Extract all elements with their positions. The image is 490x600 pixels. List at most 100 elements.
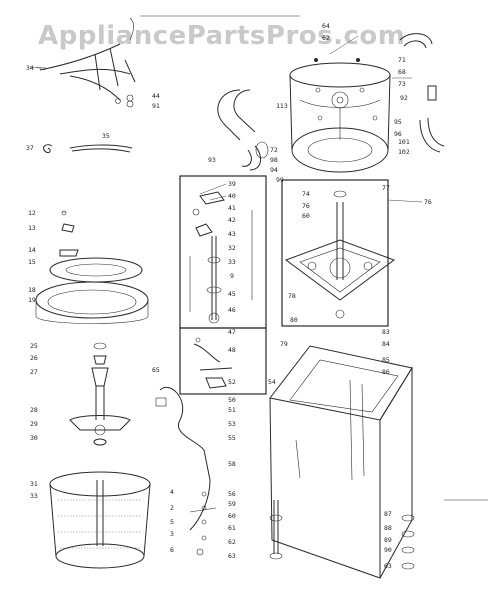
callout-83: 83	[382, 328, 390, 336]
callout-19: 19	[28, 296, 36, 304]
callout-29: 29	[30, 420, 38, 428]
callout-98: 98	[270, 156, 278, 164]
callout-52: 52	[228, 378, 236, 386]
callout-48: 48	[228, 346, 236, 354]
callout-64: 64	[322, 22, 330, 30]
callout-65: 65	[152, 366, 160, 374]
callout-54: 54	[268, 378, 276, 386]
callout-113: 113	[276, 102, 288, 110]
site-watermark: AppliancePartsPros.com	[38, 21, 405, 51]
callout-91: 91	[152, 102, 160, 110]
callout-14: 14	[28, 246, 36, 254]
transmission-shaft	[189, 191, 253, 324]
callout-53: 53	[228, 420, 236, 428]
callout-33b: 33	[30, 492, 38, 500]
callout-13: 13	[28, 224, 36, 232]
callout-58: 58	[228, 460, 236, 468]
motor-group-box	[179, 327, 267, 395]
callout-77: 77	[382, 184, 390, 192]
callout-61: 61	[228, 524, 236, 532]
callout-60: 60	[302, 212, 310, 220]
callout-99: 99	[276, 176, 284, 184]
outer-tub	[289, 62, 391, 173]
callout-76b: 76	[424, 198, 432, 206]
callout-31: 31	[30, 480, 38, 488]
hose-clamp-strap	[69, 144, 133, 153]
callout-85: 85	[382, 356, 390, 364]
wiring-harness	[35, 17, 136, 108]
callout-93: 93	[208, 156, 216, 164]
callout-6: 6	[170, 546, 174, 554]
callout-3: 3	[170, 530, 174, 538]
callout-96: 96	[394, 130, 402, 138]
callout-92: 92	[400, 94, 408, 102]
callout-76a: 76	[302, 202, 310, 210]
callout-51: 51	[228, 406, 236, 414]
inlet-tube	[399, 33, 445, 153]
callout-44: 44	[152, 92, 160, 100]
callout-37: 37	[26, 144, 34, 152]
callout-101: 101	[398, 138, 410, 146]
callout-50: 50	[228, 396, 236, 404]
callout-63: 63	[228, 552, 236, 560]
callout-46: 46	[228, 306, 236, 314]
callout-60b: 60	[228, 512, 236, 520]
callout-5: 5	[170, 518, 174, 526]
callout-90: 90	[384, 546, 392, 554]
base-plate-group-box	[281, 179, 389, 327]
callout-73: 73	[398, 80, 406, 88]
callout-4: 4	[170, 488, 174, 496]
callout-25: 25	[30, 342, 38, 350]
callout-84: 84	[382, 340, 390, 348]
callout-63b: 63	[384, 562, 392, 570]
callout-86: 86	[382, 368, 390, 376]
callout-41: 41	[228, 204, 236, 212]
tub-cover	[35, 210, 149, 324]
leveling-legs	[269, 500, 415, 570]
agitator	[69, 342, 131, 446]
callout-35: 35	[102, 132, 110, 140]
motor-pump-bracket	[193, 337, 233, 389]
callout-33: 33	[228, 258, 236, 266]
callout-62: 62	[322, 34, 330, 42]
callout-88: 88	[384, 524, 392, 532]
callout-80: 80	[290, 316, 298, 324]
hardware-small	[189, 491, 217, 556]
callout-78: 78	[288, 292, 296, 300]
callout-15: 15	[28, 258, 36, 266]
base-plate-assembly	[284, 190, 396, 319]
callout-39: 39	[228, 180, 236, 188]
callout-32: 32	[228, 244, 236, 252]
callout-56: 56	[228, 490, 236, 498]
callout-72: 72	[270, 146, 278, 154]
callout-47: 47	[228, 328, 236, 336]
callout-30: 30	[30, 434, 38, 442]
callout-89: 89	[384, 536, 392, 544]
callout-28: 28	[30, 406, 38, 414]
callout-9: 9	[230, 272, 234, 280]
drain-hose-upper	[217, 89, 269, 171]
callout-95: 95	[394, 118, 402, 126]
cabinet	[269, 345, 413, 579]
callout-74: 74	[302, 190, 310, 198]
wire-clip	[43, 144, 53, 153]
callout-27: 27	[30, 368, 38, 376]
callout-102: 102	[398, 148, 410, 156]
callout-59: 59	[228, 500, 236, 508]
callout-34: 34	[26, 64, 34, 72]
callout-45: 45	[228, 290, 236, 298]
callout-79: 79	[280, 340, 288, 348]
callout-42: 42	[228, 216, 236, 224]
callout-55: 55	[228, 434, 236, 442]
tub-bolts	[314, 58, 378, 121]
callout-2: 2	[170, 504, 174, 512]
callout-94: 94	[270, 166, 278, 174]
callout-43: 43	[228, 230, 236, 238]
callout-leaders	[29, 35, 423, 213]
callout-12: 12	[28, 209, 36, 217]
callout-26: 26	[30, 354, 38, 362]
callout-68: 68	[398, 68, 406, 76]
callout-62b: 62	[228, 538, 236, 546]
callout-40: 40	[228, 192, 236, 200]
